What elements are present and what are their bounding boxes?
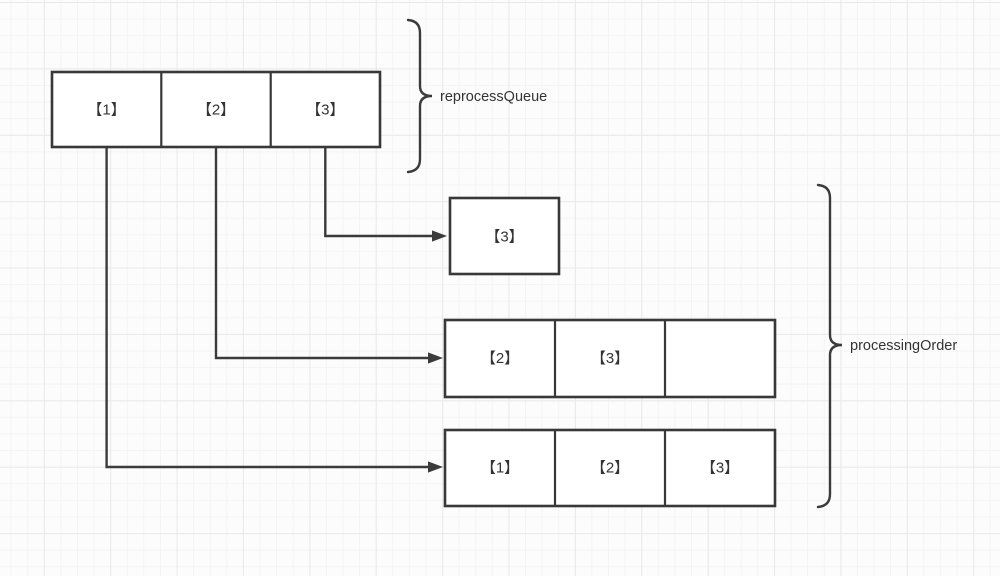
queue-cell-3-label: 【3】 (306, 102, 344, 119)
processing-order-label: processingOrder (850, 338, 957, 354)
reprocess-queue-annotation: reprocessQueue (406, 18, 547, 174)
step1-box (448, 196, 561, 276)
queue-cell-2-label: 【2】 (197, 102, 235, 119)
connectors (105, 147, 447, 473)
processing-step-1: 【3】 (448, 196, 561, 276)
arrowhead-step1-icon (432, 230, 447, 242)
processing-order-brace (816, 183, 843, 509)
step2-box (443, 318, 777, 399)
reprocess-queue-label: reprocessQueue (440, 89, 547, 105)
connector-cell2-to-step2 (214, 147, 429, 360)
connector-cell3-to-step1 (324, 147, 433, 238)
queue-cell-1-label: 【1】 (87, 102, 125, 119)
connector-cell1-to-step3 (105, 147, 429, 469)
step3-box (443, 428, 777, 508)
processing-step-3: 【1】 【2】 【3】 (443, 428, 777, 508)
reprocess-queue-row: 【1】 【2】 【3】 (50, 70, 382, 149)
step3-cell-2-label: 【2】 (591, 460, 629, 477)
processing-step-2: 【2】 【3】 (443, 318, 777, 399)
arrowhead-step2-icon (428, 352, 443, 364)
step2-cell-2-label: 【3】 (591, 350, 629, 367)
step3-cell-3-label: 【3】 (701, 460, 739, 477)
step2-cell-1-label: 【2】 (481, 350, 519, 367)
step3-cell-1-label: 【1】 (481, 460, 519, 477)
reprocess-queue-box (50, 70, 382, 149)
reprocess-queue-brace (406, 18, 433, 174)
step1-cell-label: 【3】 (485, 229, 523, 246)
arrowhead-step3-icon (428, 461, 443, 473)
processing-order-annotation: processingOrder (816, 183, 957, 509)
